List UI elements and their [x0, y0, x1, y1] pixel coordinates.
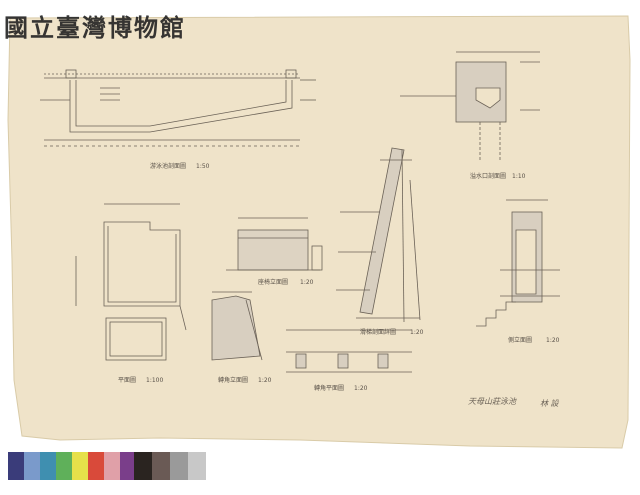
grayscale-calibration-bar	[134, 452, 206, 480]
caption-seat-plan: 轉角平面圖	[314, 384, 344, 392]
color-calibration-bar	[8, 452, 136, 480]
seat-plan-drawing	[286, 329, 412, 373]
gray-swatch-3	[170, 452, 188, 480]
color-swatch-7	[104, 452, 120, 480]
museum-watermark: 國立臺灣博物館	[4, 13, 186, 42]
handwritten-note: 天母山莊泳池	[468, 397, 517, 406]
captions: 游泳池剖面圖 1:50 溢水口剖面圖 1:10 平面圖 1:100 座椅立面圖 …	[118, 162, 560, 392]
technical-drawings	[40, 51, 560, 373]
caption-pool-section: 游泳池剖面圖	[150, 162, 186, 170]
color-swatch-8	[120, 452, 136, 480]
caption-inlet-section: 溢水口剖面圖	[470, 172, 506, 180]
gray-swatch-1	[134, 452, 152, 480]
bench-elevation-drawing	[226, 217, 323, 271]
scale-side-elevation: 1:20	[546, 337, 560, 344]
scale-inlet-section: 1:10	[512, 173, 526, 180]
slide-section-drawing	[336, 147, 421, 323]
caption-bench-elevation: 座椅立面圖	[258, 278, 288, 286]
color-swatch-2	[24, 452, 40, 480]
color-swatch-5	[72, 452, 88, 480]
pool-section-drawing	[40, 69, 316, 147]
color-swatch-3	[40, 452, 56, 480]
gray-swatch-2	[152, 452, 170, 480]
caption-slide-section: 滑梯剖面詳圖	[360, 328, 396, 336]
inlet-section-drawing	[400, 51, 540, 160]
scale-seat-plan: 1:20	[354, 385, 368, 392]
caption-side-elevation: 側立面圖	[508, 336, 532, 344]
scale-slide-section: 1:20	[410, 329, 424, 336]
side-elevation-drawing	[476, 199, 560, 327]
seat-side-elevation-drawing	[211, 291, 263, 361]
color-swatch-6	[88, 452, 104, 480]
floor-plan-drawing	[75, 203, 187, 361]
gray-swatch-4	[188, 452, 206, 480]
color-swatch-4	[56, 452, 72, 480]
scale-pool-section: 1:50	[196, 163, 210, 170]
caption-seat-side-elevation: 轉角立面圖	[218, 376, 248, 384]
scale-floor-plan: 1:100	[146, 377, 163, 384]
signature: 林 設	[540, 399, 560, 408]
scale-bench-elevation: 1:20	[300, 279, 314, 286]
scale-seat-side-elevation: 1:20	[258, 377, 272, 384]
caption-floor-plan: 平面圖	[118, 377, 136, 384]
color-swatch-1	[8, 452, 24, 480]
